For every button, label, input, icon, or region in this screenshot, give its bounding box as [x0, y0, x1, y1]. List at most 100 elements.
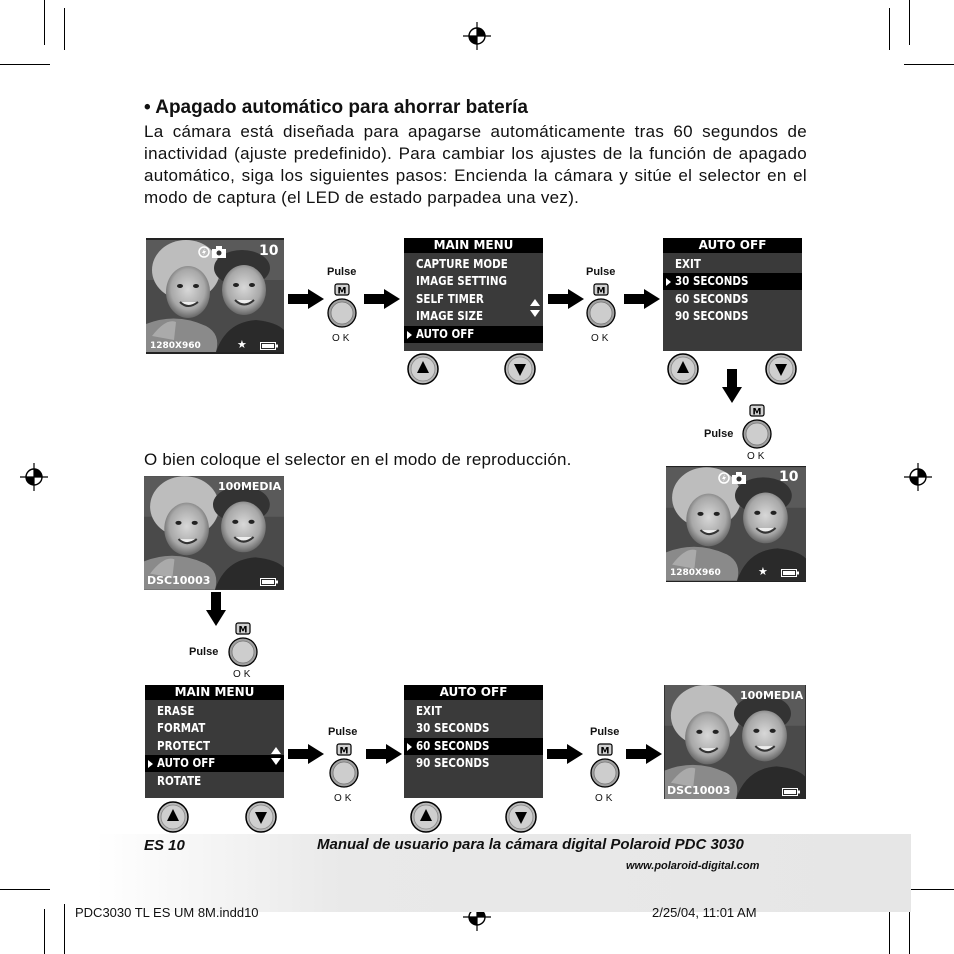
right-arrow-icon — [626, 744, 662, 764]
up-button[interactable] — [157, 801, 189, 833]
scroll-arrows-icon — [271, 747, 281, 765]
resolution-label: 1280X960 — [670, 568, 721, 578]
pulse-label: Pulse — [704, 428, 734, 440]
battery-icon — [260, 342, 278, 350]
menu-item-capture-mode[interactable]: CAPTURE MODE — [416, 257, 508, 271]
playback-paragraph: O bien coloque el selector en el modo de… — [144, 450, 572, 469]
menu-item-30-seconds[interactable]: 30 SECONDS — [416, 721, 490, 735]
right-arrow-icon — [288, 744, 324, 764]
ok-label: OK — [233, 669, 254, 680]
menu-item-exit[interactable]: EXIT — [416, 704, 442, 718]
shot-count: 10 — [779, 469, 799, 485]
playback-main-menu: MAIN MENU ERASE FORMAT PROTECT AUTO OFF … — [145, 685, 284, 798]
auto-off-menu-playback: AUTO OFF EXIT 30 SECONDS 60 SECONDS 90 S… — [404, 685, 543, 798]
manual-title: Manual de usuario para la cámara digital… — [317, 836, 744, 853]
menu-item-erase[interactable]: ERASE — [157, 704, 195, 718]
menu-item-auto-off[interactable]: AUTO OFF — [145, 755, 284, 772]
ok-label: OK — [332, 333, 353, 344]
ok-label: OK — [595, 793, 616, 804]
menu-item-protect[interactable]: PROTECT — [157, 739, 210, 753]
down-button[interactable] — [765, 353, 797, 385]
pulse-label: Pulse — [586, 266, 616, 278]
ok-label: OK — [591, 333, 612, 344]
menu-item-exit[interactable]: EXIT — [675, 257, 701, 271]
slug-filename: PDC3030 TL ES UM 8M.indd10 — [75, 905, 259, 920]
right-arrow-icon — [366, 744, 402, 764]
menu-title: MAIN MENU — [145, 685, 284, 700]
menu-item-auto-off[interactable]: AUTO OFF — [404, 326, 543, 343]
crop-mark — [0, 64, 50, 65]
menu-title: AUTO OFF — [404, 685, 543, 700]
playback-screen-result: 100MEDIA DSC10003 — [664, 685, 806, 799]
crop-mark — [0, 889, 50, 890]
menu-item-rotate[interactable]: ROTATE — [157, 774, 202, 788]
up-button[interactable] — [667, 353, 699, 385]
slug-date: 2/25/04, 11:01 AM — [652, 905, 757, 920]
menu-item-30-seconds[interactable]: 30 SECONDS — [663, 273, 802, 290]
crop-mark — [44, 909, 45, 954]
file-label: DSC10003 — [667, 784, 731, 797]
menu-title: AUTO OFF — [663, 238, 802, 253]
down-button[interactable] — [505, 801, 537, 833]
camera-icon — [732, 472, 746, 484]
resolution-label: 1280X960 — [150, 341, 201, 351]
playback-screen: 100MEDIA DSC10003 — [144, 476, 284, 590]
pulse-label: Pulse — [189, 646, 219, 658]
ok-label: OK — [334, 793, 355, 804]
flash-icon — [718, 472, 730, 484]
intro-paragraph: La cámara está diseñada para apagarse au… — [144, 122, 807, 207]
crop-mark — [909, 909, 910, 954]
folder-label: 100MEDIA — [740, 689, 804, 702]
section-heading: • Apagado automático para ahorrar baterí… — [144, 97, 528, 118]
page-number: ES 10 — [144, 837, 185, 854]
menu-item-60-seconds[interactable]: 60 SECONDS — [404, 738, 543, 755]
star-icon: ★ — [758, 565, 768, 578]
menu-item-image-size[interactable]: IMAGE SIZE — [416, 309, 484, 323]
footer-band — [96, 834, 911, 912]
registration-mark-icon — [20, 463, 48, 491]
pulse-label: Pulse — [590, 726, 620, 738]
folder-label: 100MEDIA — [218, 480, 282, 493]
capture-screen-result: 10 1280X960 ★ — [666, 466, 806, 582]
menu-item-60-seconds[interactable]: 60 SECONDS — [675, 292, 749, 306]
down-arrow-icon — [722, 369, 742, 403]
website-link[interactable]: www.polaroid-digital.com — [626, 860, 760, 872]
crop-mark — [904, 889, 954, 890]
registration-mark-icon — [463, 22, 491, 50]
pulse-label: Pulse — [328, 726, 358, 738]
crop-mark — [64, 8, 65, 50]
crop-mark — [64, 904, 65, 954]
crop-mark — [889, 8, 890, 50]
menu-item-self-timer[interactable]: SELF TIMER — [416, 292, 484, 306]
menu-item-format[interactable]: FORMAT — [157, 721, 206, 735]
file-label: DSC10003 — [147, 574, 211, 587]
flash-icon — [198, 246, 210, 258]
crop-mark — [909, 0, 910, 45]
right-arrow-icon — [364, 289, 400, 309]
battery-icon — [782, 788, 800, 796]
scroll-arrows-icon — [530, 299, 540, 317]
crop-mark — [889, 904, 890, 954]
menu-item-image-setting[interactable]: IMAGE SETTING — [416, 274, 507, 288]
camera-icon — [212, 246, 226, 258]
capture-screen: 10 1280X960 ★ — [146, 238, 284, 354]
crop-mark — [904, 64, 954, 65]
ok-label: OK — [747, 451, 768, 462]
menu-item-90-seconds[interactable]: 90 SECONDS — [416, 756, 490, 770]
auto-off-menu-capture: AUTO OFF EXIT 30 SECONDS 60 SECONDS 90 S… — [663, 238, 802, 351]
crop-mark — [44, 0, 45, 45]
down-button[interactable] — [245, 801, 277, 833]
star-icon: ★ — [237, 338, 247, 351]
down-button[interactable] — [504, 353, 536, 385]
menu-title: MAIN MENU — [404, 238, 543, 253]
capture-main-menu: MAIN MENU CAPTURE MODE IMAGE SETTING SEL… — [404, 238, 543, 351]
shot-count: 10 — [259, 243, 279, 259]
up-button[interactable] — [410, 801, 442, 833]
right-arrow-icon — [548, 289, 584, 309]
right-arrow-icon — [547, 744, 583, 764]
right-arrow-icon — [288, 289, 324, 309]
registration-mark-icon — [904, 463, 932, 491]
right-arrow-icon — [624, 289, 660, 309]
up-button[interactable] — [407, 353, 439, 385]
menu-item-90-seconds[interactable]: 90 SECONDS — [675, 309, 749, 323]
